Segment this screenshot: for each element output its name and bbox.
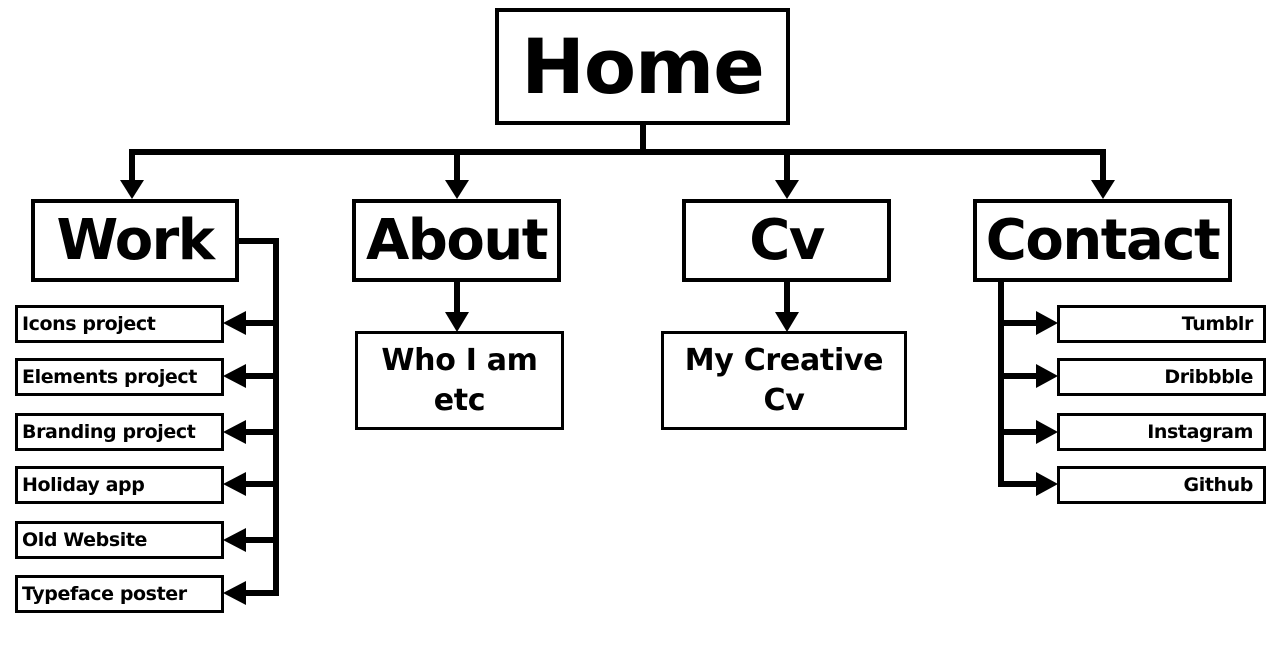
old-website-node: Old Website xyxy=(15,521,224,559)
arrow-to-elements-project xyxy=(223,364,246,388)
who-i-am-node: Who I am etc xyxy=(355,331,564,430)
arrow-to-who-i-am xyxy=(445,312,469,332)
dribbble-node: Dribbble xyxy=(1057,358,1266,396)
my-creative-cv-node: My Creative Cv xyxy=(661,331,907,430)
arrow-to-old-website xyxy=(223,528,246,552)
about-node: About xyxy=(352,199,561,282)
work-spine xyxy=(235,238,279,596)
cv-node: Cv xyxy=(682,199,891,282)
arrow-to-dribbble xyxy=(1036,364,1058,388)
arrow-to-about xyxy=(445,180,469,199)
arrow-to-icons-project xyxy=(223,311,246,335)
branding-project-node: Branding project xyxy=(15,413,224,451)
arrow-to-my-creative-cv xyxy=(775,312,799,332)
arrow-to-contact xyxy=(1091,180,1115,199)
github-node: Github xyxy=(1057,466,1266,504)
arrow-to-typeface-poster xyxy=(223,581,246,605)
contact-node: Contact xyxy=(973,199,1232,282)
arrow-to-tumblr xyxy=(1036,311,1058,335)
instagram-node: Instagram xyxy=(1057,413,1266,451)
elements-project-node: Elements project xyxy=(15,358,224,396)
typeface-poster-node: Typeface poster xyxy=(15,575,224,613)
home-node: Home xyxy=(495,8,790,125)
arrow-to-cv xyxy=(775,180,799,199)
arrow-to-instagram xyxy=(1036,420,1058,444)
arrow-to-github xyxy=(1036,472,1058,496)
icons-project-node: Icons project xyxy=(15,305,224,343)
arrow-to-work xyxy=(120,180,144,199)
tumblr-node: Tumblr xyxy=(1057,305,1266,343)
arrow-to-holiday-app xyxy=(223,472,246,496)
work-node: Work xyxy=(31,199,239,282)
arrow-to-branding-project xyxy=(223,420,246,444)
holiday-app-node: Holiday app xyxy=(15,466,224,504)
